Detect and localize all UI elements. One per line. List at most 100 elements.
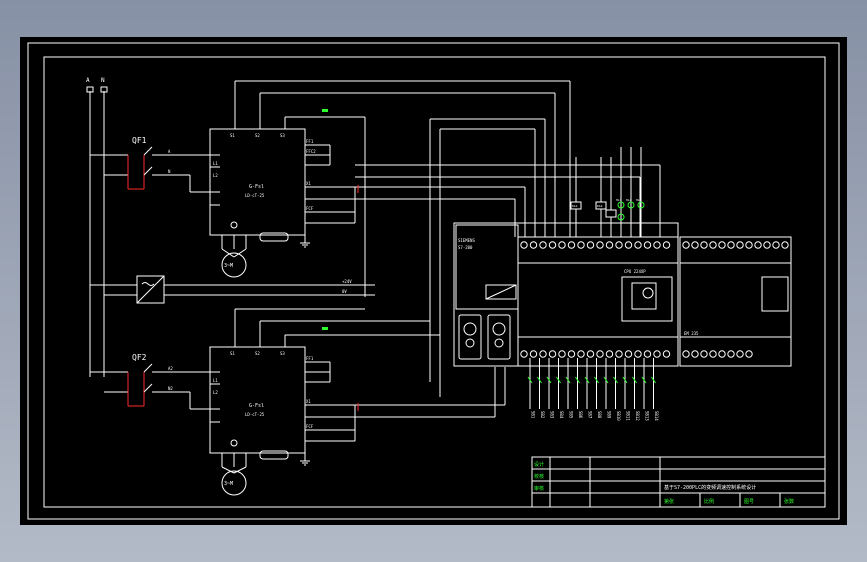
plc-bottom-terminal-9 [605,350,614,358]
input-label-2: SB3 [550,411,555,419]
input-label-7: SB8 [597,411,602,419]
inverter-1-model: G-Fsl [249,184,264,190]
plc-top-terminal-4 [558,241,566,249]
ext-top-terminal-11 [781,241,789,249]
title-footer-number: 图号 [744,499,754,505]
input-switch-11 [632,376,637,384]
inverter-2-top-s2: S2 [255,351,260,356]
input-label-0: SB1 [531,411,536,419]
title-block [531,456,826,508]
ext-top-terminal-1 [691,241,699,249]
inverter-2-term-x1: X1 [306,399,311,404]
indicator-lamps [617,201,645,221]
input-label-5: SB6 [578,411,583,419]
plc-top-terminal-0 [520,241,528,249]
inner-frame [43,56,826,508]
inverter-1-top-s1: S1 [230,133,235,138]
inverter-1-term-x1: X1 [306,181,311,186]
plc-top-terminal-11 [624,241,633,249]
title-row-review: 审核 [534,485,544,492]
input-label-9: SB10 [616,411,621,421]
title-footer-scale: 比例 [704,498,714,505]
breaker-qf2 [90,363,210,410]
plc-top-terminal-7 [586,241,595,249]
power-rails [86,86,108,377]
plc-top-terminal-6 [577,241,585,249]
title-footer-sheet: 第张 [664,498,674,505]
plc-model: S7-200 [458,245,473,250]
ext-top-terminal-10 [772,241,780,249]
input-label-10: SB11 [626,411,631,421]
input-switch-12 [641,376,647,384]
input-switch-10 [622,376,628,384]
inverter-1-motor-ring [230,221,238,229]
ext-top-terminal-9 [763,241,771,249]
inverter-1-l2: L2 [213,173,218,178]
plc-bottom-terminal-6 [577,350,585,358]
input-label-3: SB4 [559,411,564,419]
power-supply-unit [90,275,375,304]
ext-bottom-terminal-0 [682,350,690,358]
inverter-2-l1: L1 [213,378,218,383]
output-devices [570,147,642,237]
output-device-hl2: HL2 [626,198,632,202]
input-switch-2 [546,376,552,384]
inverter-1-term-ff1: FF1 [306,139,314,144]
ext-top-terminal-8 [754,241,762,249]
plc-top-terminal-12 [634,241,642,249]
ext-top-terminals [682,241,789,249]
control-wiring-top [234,80,661,418]
ext-bottom-terminal-2 [700,350,708,358]
rail-label-n: N [101,77,105,84]
inverter-1-model-sub: LD-cT-25 [245,193,265,198]
ext-bottom-terminal-5 [727,350,735,358]
qf2-wire-a: A2 [168,366,173,371]
qf1-label: QF1 [132,136,147,145]
plc-expansion [679,236,792,367]
input-label-4: SB5 [569,411,574,419]
ext-bottom-terminal-4 [718,350,726,358]
ext-top-terminal-7 [745,241,753,249]
plc-top-terminal-14 [653,241,661,249]
inverter-2-top-s1: S1 [230,351,235,356]
qf1-wire-a: A [168,149,171,154]
plc-top-terminal-2 [539,241,547,249]
ext-bottom-terminal-1 [691,350,699,358]
title-footer-count: 张数 [784,498,794,505]
inverter-2-l2: L2 [213,390,218,395]
title-row-design: 设计 [534,461,544,468]
output-device-ka2: KA2 [597,204,603,208]
inverter-2-model: G-Fsl [249,403,264,409]
plc-bottom-terminal-0 [520,350,528,358]
plc-brand: SIEMENS [458,238,475,243]
ext-bottom-terminals [682,350,753,358]
inverter-1-top-s2: S2 [255,133,260,138]
qf2-wire-n: N2 [168,386,173,391]
plc-bottom-terminals [520,350,671,358]
plc-cpu-label: CPU 224XP [624,269,646,274]
ext-top-terminal-4 [718,241,726,249]
inverter-2-model-sub: LD-cT-25 [245,412,265,417]
inverter-1 [209,128,356,278]
plc-bottom-terminal-7 [586,350,595,358]
inverter-2-term-ff1: FF1 [306,356,314,361]
inverter-1-motor: 3~M [224,263,233,269]
input-switch-7 [594,376,599,384]
title-row-check: 校核 [534,473,544,480]
ext-top-terminal-5 [727,241,735,249]
input-label-6: SB7 [588,411,593,419]
title-main: 基于S7-200PLC的变频调速控制系统设计 [664,484,756,491]
qf2-label: QF2 [132,353,147,362]
input-switch-5 [575,376,580,384]
input-label-1: SB2 [540,411,545,419]
plc-bottom-terminal-13 [643,350,652,358]
input-switch-3 [556,376,561,384]
inverter-1-term-ffc2: FFC2 [306,149,316,154]
plc-top-terminal-5 [567,241,576,249]
plc-ports [463,322,506,348]
inverter-2-top-s3: S3 [280,351,285,356]
inverter-2 [209,346,356,496]
breaker-qf1 [90,146,210,193]
plc-top-terminal-10 [615,241,623,249]
input-switch-6 [584,376,590,384]
